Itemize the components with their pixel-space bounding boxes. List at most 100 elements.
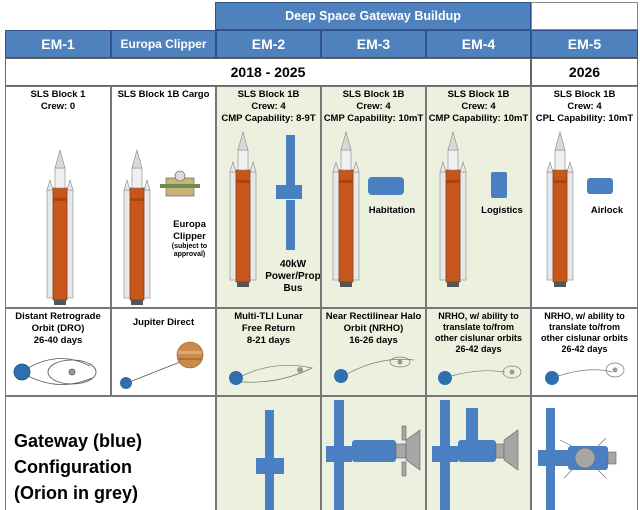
orbit-description: Jupiter Direct (112, 317, 215, 329)
spec-line: SLS Block 1B (237, 89, 300, 100)
year-range-text: 2018 - 2025 (230, 64, 306, 80)
payload-label: Habitation (368, 205, 416, 216)
orbit-description: NRHO, w/ ability to translate to/from ot… (427, 311, 530, 355)
vehicle-spec: SLS Block 1B Crew: 4 CPL Capability: 10m… (532, 89, 637, 125)
spec-line: SLS Block 1B Cargo (117, 89, 210, 100)
orbit-line: 26-42 days (561, 344, 608, 354)
nrho-translate-diagram-em4 (438, 365, 522, 385)
orbit-line: other cislunar orbits (540, 333, 629, 343)
gateway-config-em3 (326, 400, 421, 510)
orbit-cell-em1: Distant Retrograde Orbit (DRO) 26-40 day… (5, 308, 111, 396)
mission-header-europa: Europa Clipper (111, 30, 216, 58)
spec-line: Crew: 0 (40, 101, 76, 112)
nrho-diagram (334, 356, 415, 383)
orbit-line: Jupiter Direct (132, 317, 195, 328)
orbit-description: Multi-TLI Lunar Free Return 8-21 days (217, 311, 320, 347)
year-range: 2018 - 2025 (5, 58, 531, 86)
vehicle-spec: SLS Block 1B Crew: 4 CMP Capability: 10m… (322, 89, 425, 125)
gateway-config-em2 (256, 410, 284, 510)
payload-note: (subject to approval) (171, 243, 208, 258)
spec-line: SLS Block 1B (447, 89, 510, 100)
orbit-line: Free Return (241, 323, 296, 334)
orbit-line: Distant Retrograde (15, 311, 101, 322)
power-prop-bus-icon (276, 135, 302, 250)
orbit-cell-em5: NRHO, w/ ability to translate to/from ot… (531, 308, 638, 396)
payload-label: 40kW Power/Prop Bus (265, 259, 321, 294)
mission-header-em5: EM-5 (531, 30, 638, 58)
orbit-line: 26-40 days (33, 335, 83, 346)
mission-name: EM-5 (567, 36, 602, 52)
dro-orbit-diagram (13, 358, 97, 385)
europa-clipper-label: Europa Clipper (subject to approval) (162, 219, 215, 259)
habitation-module-icon (368, 177, 404, 195)
mission-name: EM-4 (461, 36, 496, 52)
free-return-diagram (229, 364, 314, 385)
orbit-line: 16-26 days (349, 335, 398, 346)
banner-spacer (531, 2, 638, 30)
mission-header-em2: EM-2 (216, 30, 321, 58)
vehicle-spec: SLS Block 1B Cargo (112, 89, 215, 101)
orbit-description: Distant Retrograde Orbit (DRO) 26-40 day… (6, 311, 110, 347)
orbit-line: Orbit (DRO) (31, 323, 85, 334)
spec-line: CMP Capability: 8-9T (221, 113, 316, 124)
vehicle-spec: SLS Block 1B Crew: 4 CMP Capability: 8-9… (217, 89, 320, 125)
orbit-line: 26-42 days (455, 344, 502, 354)
spec-line: CMP Capability: 10mT (323, 113, 424, 124)
mission-name: Europa Clipper (120, 37, 207, 51)
orbit-line: Orbit (NRHO) (343, 323, 404, 334)
orbit-line: other cislunar orbits (434, 333, 523, 343)
logistics-label: Logistics (477, 205, 527, 217)
power-bus-label: 40kW Power/Prop Bus (265, 259, 321, 295)
gateway-config-em4 (432, 400, 519, 510)
spec-line: Crew: 4 (356, 101, 391, 112)
spec-line: SLS Block 1B (553, 89, 616, 100)
mission-header-em4: EM-4 (426, 30, 531, 58)
jupiter-direct-diagram (120, 341, 204, 389)
orbit-line: Near Rectilinear Halo (325, 311, 422, 322)
orbit-cell-em4: NRHO, w/ ability to translate to/from ot… (426, 308, 531, 396)
spec-line: Crew: 4 (567, 101, 602, 112)
airlock-module-icon (587, 178, 613, 194)
spec-line: Crew: 4 (251, 101, 286, 112)
banner-title: Deep Space Gateway Buildup (285, 9, 461, 23)
spec-line: Crew: 4 (461, 101, 496, 112)
spec-line: CPL Capability: 10mT (535, 113, 634, 124)
orbit-line: translate to/from (548, 322, 620, 332)
gateway-label-line: (Orion in grey) (14, 483, 139, 503)
orbit-line: NRHO, w/ ability to (544, 311, 625, 321)
spec-line: SLS Block 1B (342, 89, 405, 100)
orbit-description: NRHO, w/ ability to translate to/from ot… (532, 311, 637, 355)
year-single: 2026 (531, 58, 638, 86)
payload-label: Logistics (481, 205, 523, 216)
mission-name: EM-2 (251, 36, 286, 52)
orbit-line: 8-21 days (246, 335, 291, 346)
nrho-translate-diagram-em5 (545, 362, 625, 385)
europa-spacecraft-icon (160, 170, 200, 197)
gateway-configuration-label: Gateway (blue) Configuration (Orion in g… (14, 428, 142, 506)
mission-header-em1: EM-1 (5, 30, 111, 58)
mission-header-em3: EM-3 (321, 30, 426, 58)
orbit-description: Near Rectilinear Halo Orbit (NRHO) 16-26… (322, 311, 425, 347)
gateway-label-line: Configuration (14, 457, 132, 477)
habitation-label: Habitation (362, 205, 422, 217)
payload-label: Europa Clipper (173, 219, 206, 242)
orbit-line: NRHO, w/ ability to (438, 311, 519, 321)
gateway-config-em5 (538, 408, 617, 510)
mission-name: EM-3 (356, 36, 391, 52)
buildup-banner: Deep Space Gateway Buildup (215, 2, 531, 30)
spec-line: SLS Block 1 (30, 89, 86, 100)
orbit-line: translate to/from (442, 322, 514, 332)
vehicle-spec: SLS Block 1B Crew: 4 CMP Capability: 10m… (427, 89, 530, 125)
gateway-label-line: Gateway (blue) (14, 431, 143, 451)
logistics-module-icon (491, 172, 507, 198)
airlock-label: Airlock (582, 205, 632, 217)
orbit-line: Multi-TLI Lunar (234, 311, 303, 322)
mission-name: EM-1 (41, 36, 75, 52)
vehicle-spec: SLS Block 1 Crew: 0 (6, 89, 110, 113)
gateway-label-cell (5, 396, 216, 510)
payload-label: Airlock (590, 205, 624, 216)
spec-line: CMP Capability: 10mT (428, 113, 529, 124)
